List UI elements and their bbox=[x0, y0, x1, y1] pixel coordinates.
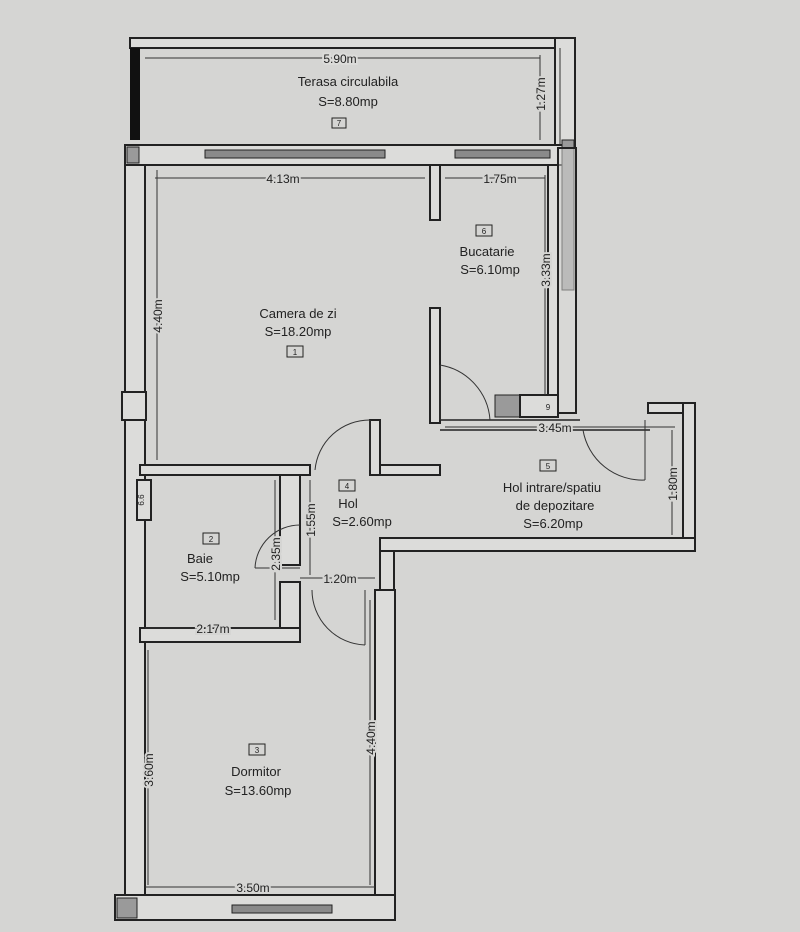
room-number: 7 bbox=[337, 119, 342, 128]
room-living: Camera de zi S=18.20mp 1 bbox=[259, 306, 337, 358]
room-bedroom: 3 Dormitor S=13.60mp bbox=[225, 743, 292, 798]
dimension-lines bbox=[145, 55, 675, 888]
room-hall: 4 Hol S=2.60mp bbox=[332, 479, 392, 529]
dim-entry-width: 3.45m bbox=[538, 421, 571, 435]
room-area: S=5.10mp bbox=[180, 569, 240, 584]
shaft bbox=[494, 394, 521, 418]
terrace-railing bbox=[130, 48, 140, 140]
terrace bbox=[129, 37, 576, 149]
doors bbox=[254, 364, 646, 646]
room-number: 6 bbox=[482, 227, 487, 236]
window bbox=[204, 149, 386, 159]
west-wall bbox=[124, 164, 146, 921]
room-name: Camera de zi bbox=[259, 306, 336, 321]
dim-bedroom-depth-left: 3.60m bbox=[142, 753, 156, 786]
room-bathroom: 2 Baie S=5.10mp bbox=[180, 532, 240, 584]
kitchen-partition bbox=[429, 307, 441, 424]
room-number: 3 bbox=[255, 746, 260, 755]
dim-entry-depth: 1.80m bbox=[666, 467, 680, 500]
room-number: 2 bbox=[209, 535, 214, 544]
room-name: Dormitor bbox=[231, 764, 282, 779]
dim-hall-depth: 1.55m bbox=[304, 503, 318, 536]
room-name: Terasa circulabila bbox=[298, 74, 399, 89]
bath-east-wall bbox=[279, 474, 301, 566]
kitchen-partition bbox=[429, 164, 441, 221]
dim-terrace-width: 5.90m bbox=[323, 52, 356, 66]
room-area: S=6.20mp bbox=[523, 516, 583, 531]
dim-bedroom-depth-right: 4.40m bbox=[364, 721, 378, 754]
dim-hall-width: 1.20m bbox=[323, 572, 356, 586]
column bbox=[121, 391, 147, 421]
room-entry-hall: 5 Hol intrare/spatiu de depozitare S=6.2… bbox=[503, 459, 601, 531]
living-south-wall bbox=[139, 464, 311, 476]
room-number: 4 bbox=[345, 482, 350, 491]
room-name: Hol bbox=[338, 496, 358, 511]
room-area: S=6.10mp bbox=[460, 262, 520, 277]
dimension-labels: 5.90m 1.27m 4.13m 1.75m 4.40m 3.33m 3.45… bbox=[140, 50, 682, 897]
room-name: Hol intrare/spatiu bbox=[503, 480, 601, 495]
room-number: 1 bbox=[293, 348, 298, 357]
shaft-left-label: 6.6 bbox=[137, 494, 146, 506]
shaft-right-label: 9 bbox=[546, 403, 551, 412]
room-name: Baie bbox=[187, 551, 213, 566]
dim-living-depth: 4.40m bbox=[151, 299, 165, 332]
door-swing bbox=[311, 589, 366, 646]
room-terrace: Terasa circulabila S=8.80mp 7 bbox=[298, 74, 399, 129]
door-swing bbox=[582, 429, 646, 481]
entry-south-wall bbox=[379, 537, 696, 552]
dim-terrace-depth: 1.27m bbox=[534, 77, 548, 110]
dim-kitchen-width: 1.75m bbox=[483, 172, 516, 186]
dim-bedroom-width: 3.50m bbox=[236, 881, 269, 895]
room-area: S=2.60mp bbox=[332, 514, 392, 529]
dim-bath-width: 2.17m bbox=[196, 622, 229, 636]
room-kitchen: 6 Bucatarie S=6.10mp bbox=[460, 224, 520, 277]
north-wall bbox=[124, 144, 566, 166]
bedroom-east-wall bbox=[374, 589, 396, 921]
door-swing bbox=[314, 419, 371, 471]
room-area: S=18.20mp bbox=[265, 324, 332, 339]
entry-east-wall bbox=[682, 402, 696, 552]
room-area: S=8.80mp bbox=[318, 94, 378, 109]
room-name-line2: de depozitare bbox=[516, 498, 595, 513]
door-swing bbox=[254, 524, 301, 569]
room-area: S=13.60mp bbox=[225, 783, 292, 798]
room-name: Bucatarie bbox=[460, 244, 515, 259]
door-swing bbox=[439, 364, 491, 421]
dim-bath-depth: 2.35m bbox=[269, 537, 283, 570]
window bbox=[454, 149, 551, 159]
south-wall bbox=[114, 894, 396, 921]
room-number: 5 bbox=[546, 462, 551, 471]
dim-kitchen-depth: 3.33m bbox=[539, 253, 553, 286]
window bbox=[231, 904, 333, 914]
dim-living-width: 4.13m bbox=[266, 172, 299, 186]
